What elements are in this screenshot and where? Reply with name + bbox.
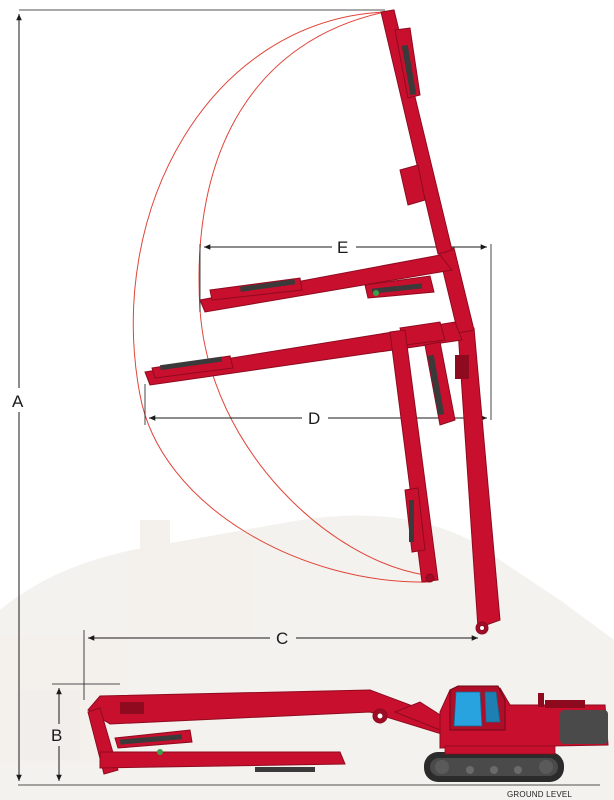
excavator-carrier [424, 685, 609, 782]
cab-window-side [484, 691, 501, 723]
dimension-b: B [51, 688, 62, 781]
arm-folded-down [389, 329, 456, 583]
dimension-e-label: E [337, 238, 348, 257]
dimension-b-label: B [51, 726, 62, 745]
reference-lines [18, 9, 600, 786]
track-assembly [424, 752, 564, 782]
cab-window [453, 691, 483, 727]
outer-reach-arc [132, 11, 431, 583]
ground-level-label: GROUND LEVEL [507, 790, 572, 799]
dimension-a: A [12, 14, 24, 781]
arm-vertical-top [380, 9, 453, 255]
boom-ground-extended: EIK [87, 689, 451, 775]
brand-mark-front: EIK [124, 706, 136, 713]
dimension-d-label: D [308, 409, 320, 428]
dimension-c: C [88, 629, 478, 648]
dimension-e: E [204, 238, 487, 257]
dimension-a-label: A [12, 392, 24, 411]
arm-position-e [199, 254, 453, 313]
counterweight [560, 710, 608, 744]
dimension-d: D [149, 409, 487, 428]
arm-position-d [144, 321, 463, 386]
brand-mark-upright: EIK [456, 363, 463, 375]
dimension-c-label: C [276, 629, 288, 648]
